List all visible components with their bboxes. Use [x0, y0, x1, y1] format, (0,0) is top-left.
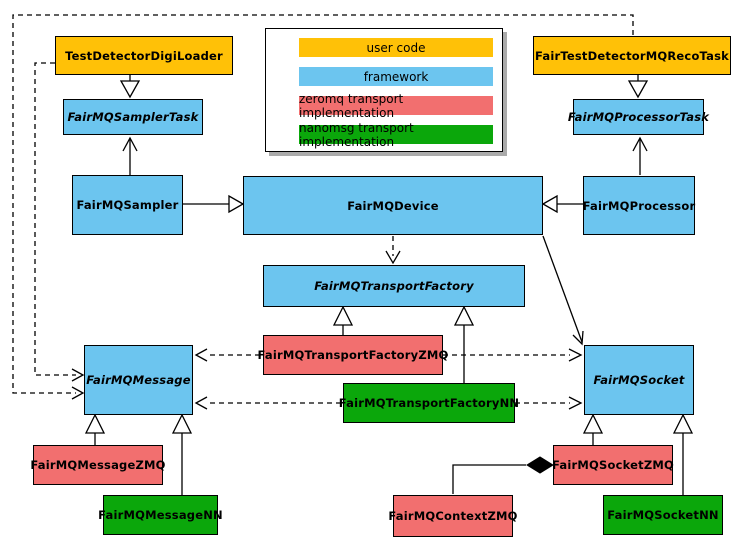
legend-item-zeromq: zeromq transport implementation: [299, 92, 493, 120]
edge-dep-device-transportfactory: [385, 236, 401, 265]
edge-dep-factoryzmq-socket: [443, 348, 583, 362]
edge-inherit-sampler-device: [183, 194, 245, 214]
edge-inherit-factorynn-factory: [453, 305, 475, 383]
edge-inherit-messagenn-message: [171, 413, 193, 495]
node-fairmq-transport-factory-zmq: FairMQTransportFactoryZMQ: [258, 335, 448, 375]
node-fairmq-transport-factory-nn: FairMQTransportFactoryNN: [339, 383, 519, 423]
node-fairmq-processor: FairMQProcessor: [583, 176, 695, 235]
edge-inherit-socketnn-socket: [672, 413, 694, 495]
node-fairmq-device: FairMQDevice: [243, 176, 543, 235]
node-fair-test-detector-mq-reco-task: FairTestDetectorMQRecoTask: [533, 36, 731, 75]
node-fairmq-message-nn: FairMQMessageNN: [98, 495, 223, 535]
node-fairmq-context-zmq: FairMQContextZMQ: [388, 495, 517, 537]
edge-inherit-recotask-processortask: [627, 75, 649, 99]
node-fairmq-message-zmq: FairMQMessageZMQ: [30, 445, 165, 485]
edge-inherit-socketzmq-socket: [582, 413, 604, 445]
legend-item-user-code: user code: [299, 38, 493, 57]
node-test-detector-digi-loader: TestDetectorDigiLoader: [55, 36, 233, 75]
node-fairmq-sampler: FairMQSampler: [72, 175, 183, 235]
node-fairmq-socket: FairMQSocket: [584, 345, 694, 415]
node-fairmq-socket-nn: FairMQSocketNN: [603, 495, 723, 535]
legend-label: framework: [363, 69, 429, 84]
edge-inherit-digiloader-samplertask: [119, 75, 141, 99]
edge-assoc-processor-processortask: [632, 136, 648, 175]
edge-dep-factoryzmq-message: [194, 348, 263, 362]
edge-inherit-messagezmq-message: [84, 413, 106, 445]
legend-item-nanomsg: nanomsg transport implementation: [299, 121, 493, 149]
legend: user code framework zeromq transport imp…: [265, 28, 503, 152]
edge-dep-factorynn-message: [194, 396, 343, 410]
edge-dep-recotask-message: [12, 14, 634, 400]
edge-composition-contextzmq-socketzmq: [452, 456, 554, 494]
legend-label: nanomsg transport implementation: [299, 120, 414, 149]
legend-item-framework: framework: [299, 67, 493, 86]
edge-inherit-processor-device: [541, 194, 583, 214]
legend-label: user code: [366, 40, 426, 55]
node-fairmq-socket-zmq: FairMQSocketZMQ: [552, 445, 674, 485]
edge-assoc-device-socket: [542, 235, 584, 346]
edge-assoc-sampler-samplertask: [122, 136, 138, 175]
node-fairmq-transport-factory: FairMQTransportFactory: [263, 265, 525, 307]
node-fairmq-message: FairMQMessage: [84, 345, 193, 415]
node-fairmq-processor-task: FairMQProcessorTask: [568, 99, 709, 135]
legend-label: zeromq transport implementation: [299, 91, 404, 120]
edge-inherit-factoryzmq-factory: [332, 305, 354, 335]
edge-dep-factorynn-socket: [515, 396, 583, 410]
edge-dep-digiloader-message: [34, 62, 85, 382]
node-fairmq-sampler-task: FairMQSamplerTask: [63, 99, 203, 135]
